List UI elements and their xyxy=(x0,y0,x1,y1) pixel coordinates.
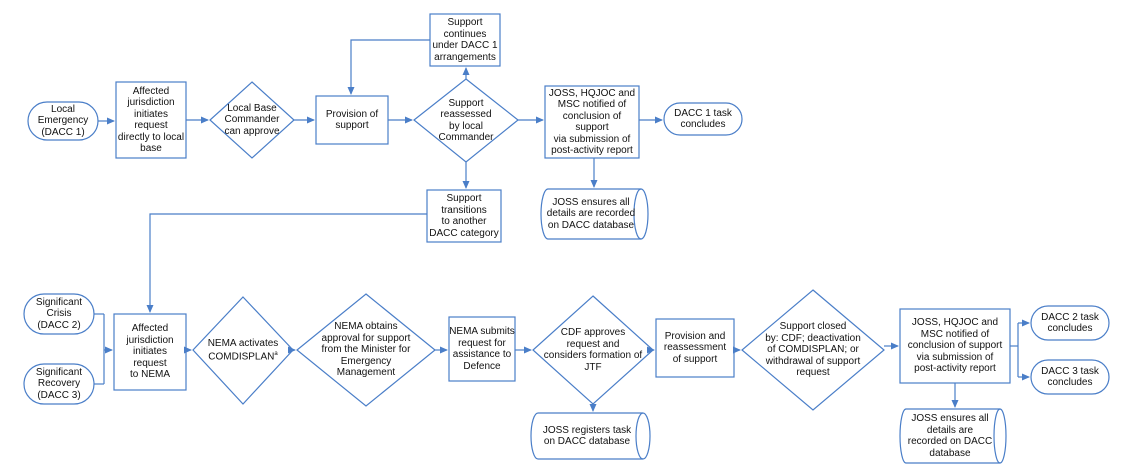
support-transitions-node: Support transitions to another DACC cate… xyxy=(427,190,501,242)
local-base-commander-label: Local Base Commander can approve xyxy=(224,102,280,137)
joss-notified-1-node: JOSS, HQJOC and MSC notified of conclusi… xyxy=(545,86,639,158)
support-continues-label: Support continues under DACC 1 arrangeme… xyxy=(432,17,498,63)
joss-db-2-shape xyxy=(899,408,1007,464)
nema-activates-shape xyxy=(192,296,294,405)
joss-registers-label: JOSS registers task on DACC database xyxy=(542,424,632,448)
nema-submits-node: NEMA submits request for assistance to D… xyxy=(449,317,515,381)
affected-nema-node: Affected jurisdiction initiates request … xyxy=(114,314,186,390)
support-closed-node: Support closed by: CDF; deactivation of … xyxy=(742,290,884,410)
joss-db-1-label: JOSS ensures all details are recorded on… xyxy=(546,196,636,231)
joss-db-2-node: JOSS ensures all details are recorded on… xyxy=(900,409,1000,463)
provision-reassessment-node: Provision and reassessment of support xyxy=(656,319,734,377)
significant-recovery-node: Significant Recovery (DACC 3) xyxy=(24,364,94,404)
nema-activates-footnote: a xyxy=(274,351,278,358)
significant-recovery-label: Significant Recovery (DACC 3) xyxy=(35,366,83,401)
joss-notified-2-shape xyxy=(899,308,1011,384)
dacc1-concludes-label: DACC 1 task concludes xyxy=(674,107,732,131)
significant-crisis-node: Significant Crisis (DACC 2) xyxy=(24,294,94,334)
nema-obtains-node: NEMA obtains approval for support from t… xyxy=(297,294,435,406)
support-continues-shape xyxy=(429,13,501,67)
joss-notified-1-shape xyxy=(544,85,640,159)
local-emergency-node: Local Emergency (DACC 1) xyxy=(28,102,98,140)
nema-activates-node: NEMA activates COMDISPLANa xyxy=(193,297,293,404)
dacc3-concludes-node: DACC 3 task concludes xyxy=(1031,360,1109,394)
local-base-commander-shape xyxy=(209,81,295,159)
support-transitions-label: Support transitions to another DACC cate… xyxy=(429,193,499,239)
dacc1-concludes-node: DACC 1 task concludes xyxy=(664,103,742,135)
joss-notified-2-label: JOSS, HQJOC and MSC notified of conclusi… xyxy=(907,317,1003,375)
cdf-approves-node: CDF approves request and considers forma… xyxy=(533,296,653,404)
dacc2-concludes-shape xyxy=(1030,305,1110,341)
dacc3-concludes-label: DACC 3 task concludes xyxy=(1041,365,1099,389)
nema-submits-shape xyxy=(448,316,516,382)
provision-support-node: Provision of support xyxy=(316,96,388,144)
dacc2-concludes-label: DACC 2 task concludes xyxy=(1041,311,1099,335)
dacc2-concludes-node: DACC 2 task concludes xyxy=(1031,306,1109,340)
nema-obtains-shape xyxy=(296,293,436,407)
support-closed-shape xyxy=(741,289,885,411)
affected-local-node: Affected jurisdiction initiates request … xyxy=(116,82,186,158)
nema-activates-label: NEMA activates COMDISPLANa xyxy=(208,338,279,363)
joss-db-2-label: JOSS ensures all details are recorded on… xyxy=(907,413,993,459)
affected-local-label: Affected jurisdiction initiates request … xyxy=(117,85,185,155)
significant-crisis-label: Significant Crisis (DACC 2) xyxy=(35,296,83,331)
affected-nema-label: Affected jurisdiction initiates request … xyxy=(126,323,174,381)
nema-submits-label: NEMA submits request for assistance to D… xyxy=(449,326,515,372)
affected-nema-shape xyxy=(113,313,187,391)
provision-reassessment-shape xyxy=(655,318,735,378)
joss-registers-shape xyxy=(530,412,651,460)
local-base-commander-node: Local Base Commander can approve xyxy=(210,82,294,158)
dacc1-concludes-shape xyxy=(663,102,743,136)
support-continues-node: Support continues under DACC 1 arrangeme… xyxy=(430,14,500,66)
provision-support-label: Provision of support xyxy=(325,108,379,132)
local-emergency-label: Local Emergency (DACC 1) xyxy=(37,103,89,138)
nema-activates-text: NEMA activates COMDISPLAN xyxy=(207,337,279,363)
support-closed-label: Support closed by: CDF; deactivation of … xyxy=(765,321,861,379)
joss-notified-1-label: JOSS, HQJOC and MSC notified of conclusi… xyxy=(548,87,636,157)
cdf-approves-label: CDF approves request and considers forma… xyxy=(543,327,643,373)
joss-db-1-node: JOSS ensures all details are recorded on… xyxy=(541,189,641,239)
joss-db-1-shape xyxy=(540,188,649,240)
nema-obtains-label: NEMA obtains approval for support from t… xyxy=(321,321,411,379)
dacc3-concludes-shape xyxy=(1030,359,1110,395)
support-reassessed-node: Support reassessed by local Commander xyxy=(414,79,518,162)
support-reassessed-label: Support reassessed by local Commander xyxy=(438,97,494,144)
provision-reassessment-label: Provision and reassessment of support xyxy=(663,330,727,365)
affected-local-shape xyxy=(115,81,187,159)
joss-registers-node: JOSS registers task on DACC database xyxy=(531,413,643,459)
joss-notified-2-node: JOSS, HQJOC and MSC notified of conclusi… xyxy=(900,309,1010,383)
row2-connectors xyxy=(94,313,1030,412)
row1-connectors xyxy=(98,39,663,313)
support-transitions-shape xyxy=(426,189,502,243)
